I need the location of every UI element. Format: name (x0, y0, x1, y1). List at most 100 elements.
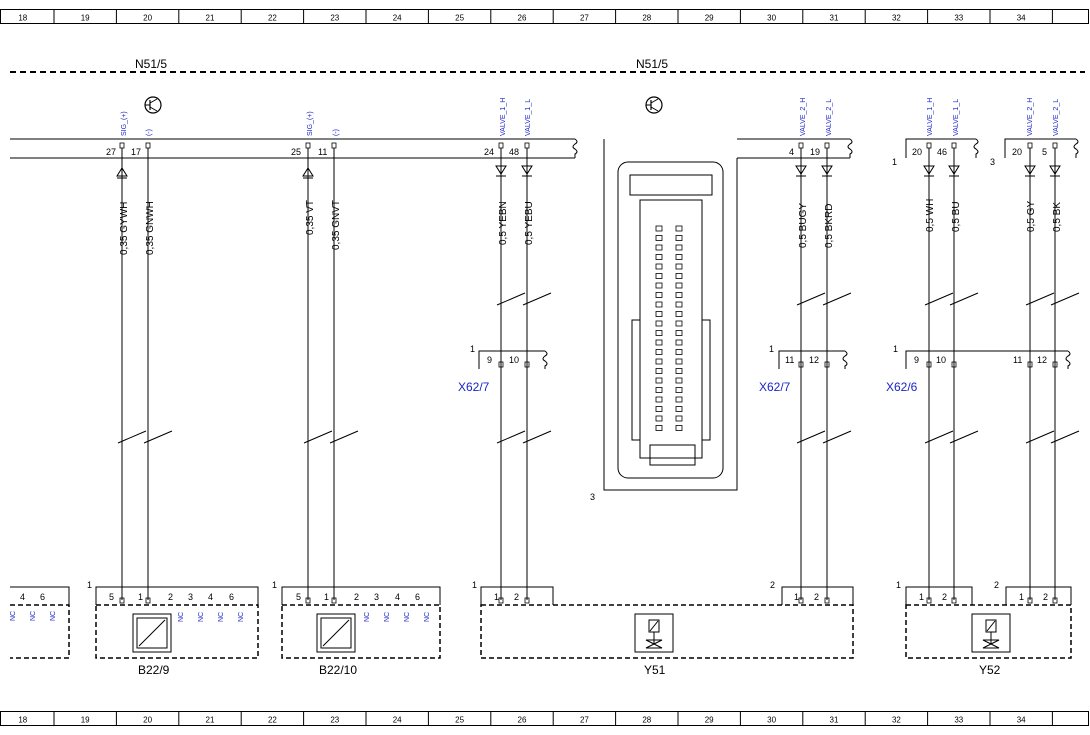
ruler-number: 19 (81, 14, 90, 23)
plug-pin (675, 415, 683, 422)
pin-number: 1 (494, 592, 499, 602)
signal-label: VALVE_1_L (953, 99, 960, 136)
pin-socket (331, 597, 337, 604)
wire-label: 0,35 GYWH (119, 202, 130, 255)
wire-group (116, 142, 1080, 604)
wire-label: 0,35 VT (305, 200, 316, 235)
pin-socket (951, 142, 957, 149)
wire-break (117, 430, 147, 444)
connector-mark: 1 (470, 344, 475, 354)
ruler-number: 28 (642, 14, 651, 23)
signal-label: VALVE_2_H (800, 98, 807, 136)
pin-number: 20 (912, 147, 922, 157)
plug-pin (675, 273, 683, 279)
wire-break (949, 430, 979, 444)
wire-break (1050, 430, 1080, 444)
pin-socket (1052, 597, 1058, 604)
direction-arrow-icon (821, 165, 833, 177)
pin-socket (524, 142, 530, 149)
component-mark: 1 (472, 580, 477, 590)
pin-number: 3 (374, 592, 379, 602)
plug-pin (655, 339, 663, 346)
signal-label: VALVE_1_H (927, 98, 934, 136)
pin-number: 10 (509, 355, 519, 365)
wire-label: 0,5 GY (1026, 201, 1037, 232)
pin-number: 10 (936, 355, 946, 365)
pin-number: 2 (514, 592, 519, 602)
wire-break (143, 430, 173, 444)
pin-socket (926, 361, 932, 368)
plug-pin (675, 368, 683, 374)
ruler-number: 23 (330, 716, 339, 725)
connector-mark: 1 (893, 344, 898, 354)
wire-break (303, 430, 333, 444)
plug-pin (675, 406, 683, 412)
pin-socket (119, 142, 125, 149)
pin-socket (524, 361, 530, 368)
wire-break (329, 430, 359, 444)
pin-number: 4 (208, 592, 213, 602)
ruler-number: 26 (518, 716, 527, 725)
plug-pin (655, 330, 663, 336)
ruler-number: 27 (580, 14, 589, 23)
pin-number: 2 (1043, 592, 1048, 602)
plug-pin (675, 301, 683, 308)
plug-pin (655, 311, 663, 317)
pin-number: 2 (168, 592, 173, 602)
connector-x62-7-b: 1 11 12 X62/7 (759, 344, 848, 394)
plug-pin (655, 273, 663, 279)
ruler-number: 34 (1017, 14, 1026, 23)
connector-x62-7-a: 1 9 10 X62/7 (458, 344, 548, 394)
plug-pin (655, 320, 663, 327)
plug-pin (675, 244, 683, 251)
ruler-number: 31 (830, 14, 839, 23)
ruler-number: 21 (206, 14, 215, 23)
module-connector-center (737, 138, 853, 159)
nc-label: NC (404, 612, 411, 622)
pin-number: 11 (785, 355, 794, 365)
ruler-number: 22 (268, 14, 277, 23)
component-mark: 1 (896, 580, 901, 590)
plug-pin (675, 377, 683, 384)
module-connector-1: 1 (892, 138, 979, 167)
signal-label: VALVE_1_H (500, 98, 507, 136)
direction-arrow-icon (302, 167, 314, 179)
plug-pin (655, 358, 663, 365)
pin-number: 1 (324, 592, 329, 602)
pin-socket (119, 597, 125, 604)
plug-pin (655, 396, 663, 403)
pin-socket (1027, 597, 1033, 604)
pin-number: 46 (937, 147, 947, 157)
plug-pin (675, 387, 683, 393)
direction-arrow-icon (495, 165, 507, 177)
signal-label: SIG_(+) (307, 111, 314, 136)
ruler-number: 29 (705, 716, 714, 725)
pin-socket (331, 142, 337, 149)
ruler-number: 24 (393, 14, 402, 23)
nc-label: NC (198, 612, 205, 622)
component-b22-9: 1 5 1 2 3 4 6 NC NC NC NC B22/9 (87, 580, 259, 677)
wire-break (924, 430, 954, 444)
plug-pin (675, 330, 683, 336)
pin-number: 4 (395, 592, 400, 602)
pin-socket (1052, 142, 1058, 149)
pin-socket (926, 142, 932, 149)
signal-label: VALVE_2_L (1053, 99, 1060, 136)
plug-pin (655, 263, 663, 270)
signal-label: SIG_(+) (121, 111, 128, 136)
plug-pin (675, 339, 683, 346)
component-mark: 2 (994, 580, 999, 590)
component-b22-10: 1 5 1 2 3 4 6 NC NC NC NC B22/10 (272, 580, 441, 677)
direction-arrow-icon (923, 165, 935, 177)
solenoid-valve-icon (971, 613, 1011, 653)
ruler-number: 24 (393, 716, 402, 725)
nc-label: NC (238, 612, 245, 622)
connector-mark: 1 (892, 157, 897, 167)
wire-break (522, 292, 552, 306)
direction-arrow-icon (795, 165, 807, 177)
nc-label: NC (424, 612, 431, 622)
pin-socket (498, 142, 504, 149)
plug-pin (655, 292, 663, 298)
